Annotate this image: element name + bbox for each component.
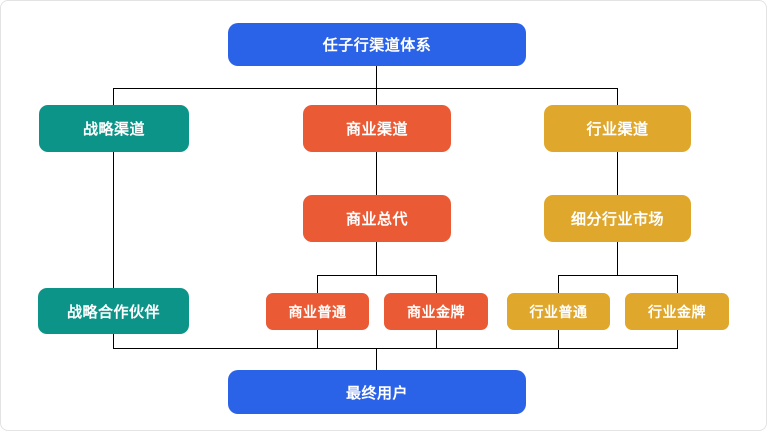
node-commercial-standard[interactable]: 商业普通 <box>266 293 369 330</box>
node-industry-gold[interactable]: 行业金牌 <box>625 293 729 330</box>
connector-line <box>617 88 618 105</box>
connector-line <box>113 88 114 105</box>
connector-line <box>558 330 559 348</box>
node-commercial-gold[interactable]: 商业金牌 <box>384 293 488 330</box>
node-end-user[interactable]: 最终用户 <box>228 370 526 414</box>
connector-line <box>317 275 318 293</box>
node-commercial-channel[interactable]: 商业渠道 <box>303 105 451 152</box>
node-industry-channel[interactable]: 行业渠道 <box>544 105 691 152</box>
connector-line <box>617 152 618 195</box>
connector-line <box>317 330 318 348</box>
connector-line <box>677 275 678 293</box>
connector-line <box>677 330 678 348</box>
connector-line <box>113 348 678 349</box>
node-industry-segment-market[interactable]: 细分行业市场 <box>544 195 691 242</box>
connector-line <box>113 334 114 348</box>
node-strategic-channel[interactable]: 战略渠道 <box>39 105 189 152</box>
node-root[interactable]: 任子行渠道体系 <box>228 23 526 66</box>
connector-line <box>558 275 678 276</box>
connector-line <box>376 348 377 370</box>
connector-line <box>436 275 437 293</box>
connector-line <box>376 66 377 105</box>
connector-line <box>558 275 559 293</box>
node-industry-standard[interactable]: 行业普通 <box>507 293 610 330</box>
connector-line <box>436 330 437 348</box>
connector-line <box>376 152 377 195</box>
connector-line <box>113 88 618 89</box>
connector-line <box>376 242 377 275</box>
connector-line <box>317 275 437 276</box>
node-strategic-partner[interactable]: 战略合作伙伴 <box>38 288 189 334</box>
connector-line <box>113 152 114 288</box>
node-commercial-general-agent[interactable]: 商业总代 <box>303 195 451 242</box>
connector-line <box>617 242 618 275</box>
